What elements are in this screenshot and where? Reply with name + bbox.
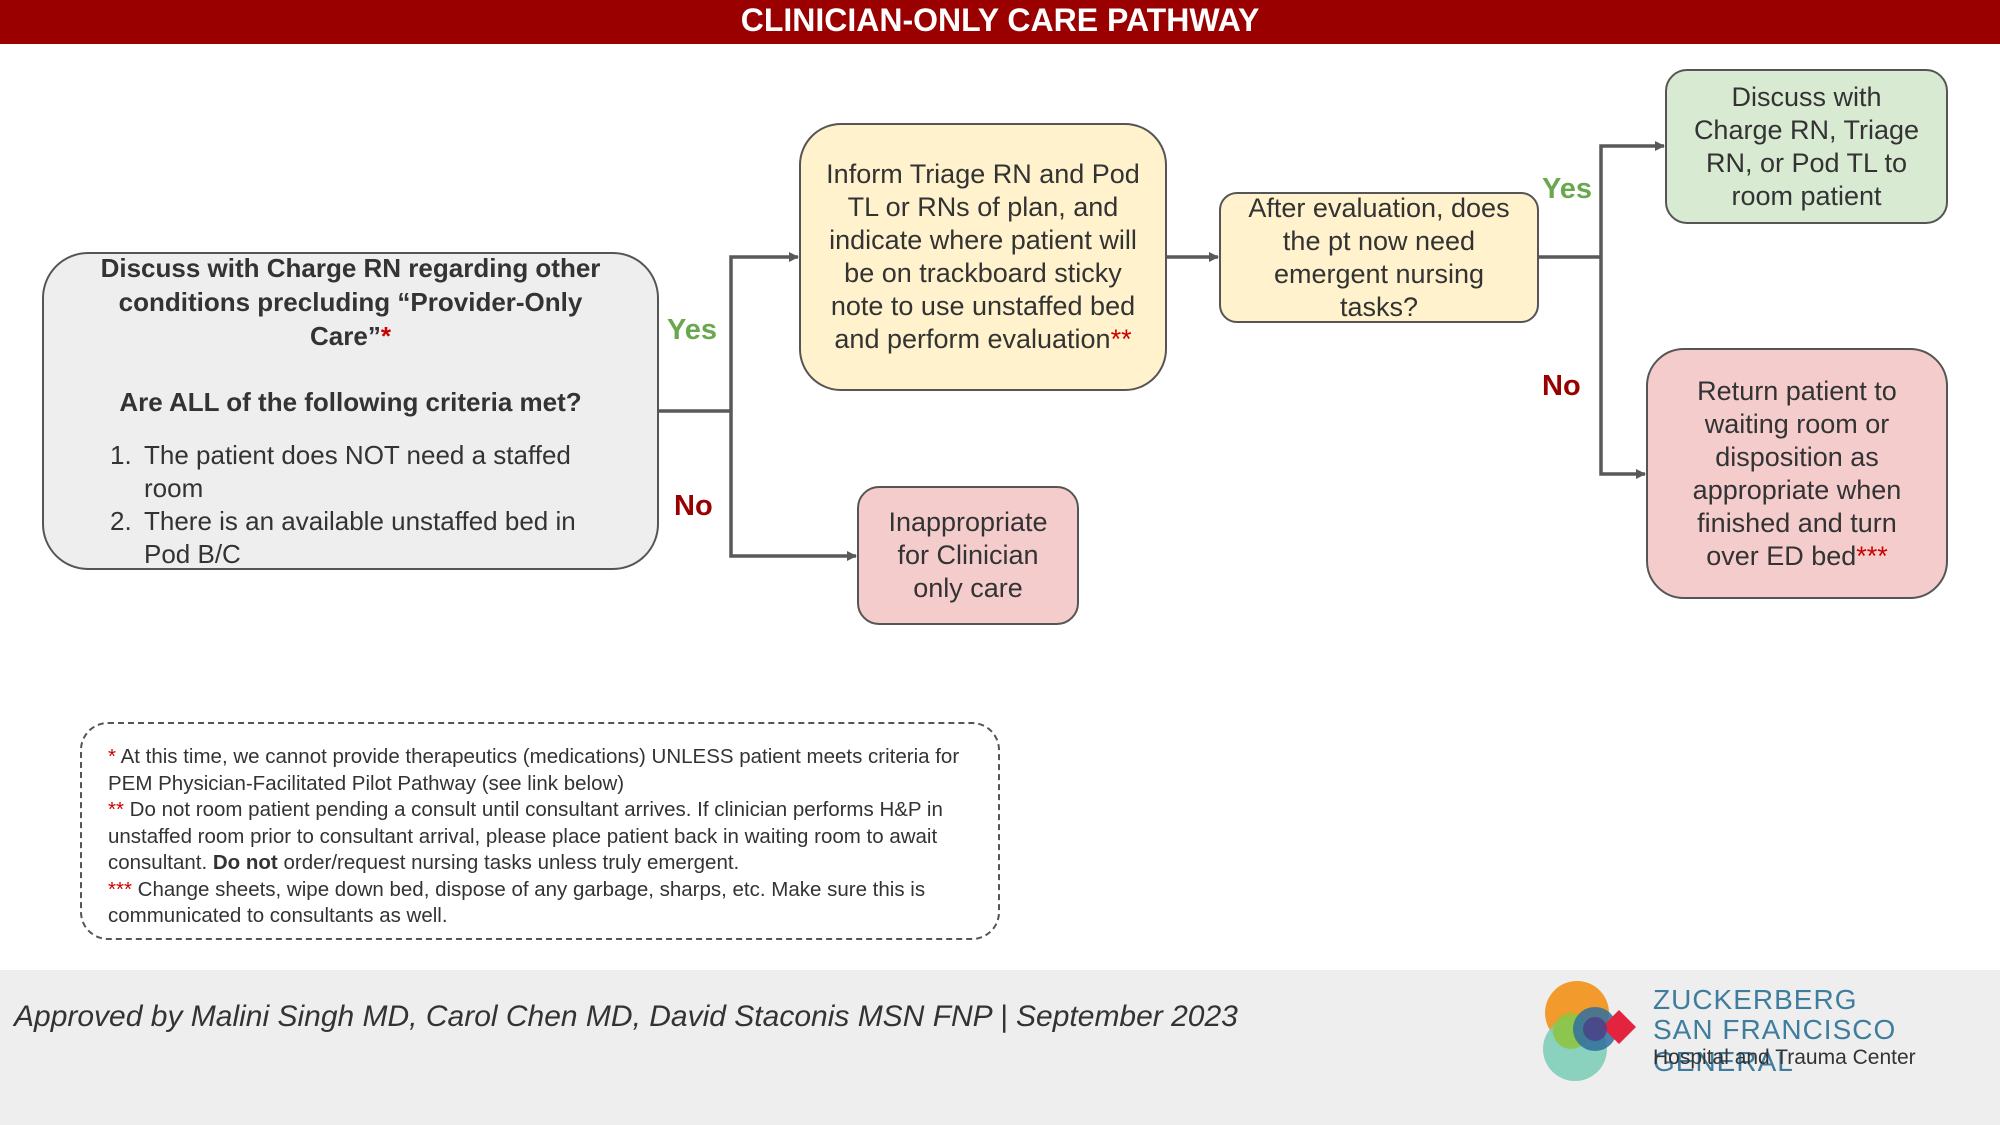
return-patient-text: Return patient to waiting room or dispos… bbox=[1692, 375, 1902, 571]
evaluation-question-text: After evaluation, does the pt now need e… bbox=[1248, 192, 1510, 322]
logo-text-line3: Hospital and Trauma Center bbox=[1653, 1046, 1916, 1069]
footnote-2: ** Do not room patient pending a consult… bbox=[108, 798, 943, 874]
criteria-line2: conditions precluding “Provider-Only Car… bbox=[118, 287, 583, 351]
discuss-charge-rn-text: Discuss with Charge RN, Triage RN, or Po… bbox=[1693, 81, 1920, 211]
criteria-decision-box: Discuss with Charge RN regarding other c… bbox=[42, 252, 659, 570]
criteria-question: Are ALL of the following criteria met? bbox=[119, 387, 582, 417]
zsfg-logo-icon bbox=[1543, 981, 1636, 1081]
inform-triage-text: Inform Triage RN and Pod TL or RNs of pl… bbox=[826, 159, 1140, 354]
return-patient-box: Return patient to waiting room or dispos… bbox=[1646, 348, 1948, 599]
footnotes-box: * At this time, we cannot provide therap… bbox=[80, 722, 1000, 940]
footnote-3: *** Change sheets, wipe down bed, dispos… bbox=[108, 877, 926, 928]
logo-text-line2: SAN FRANCISCO GENERAL bbox=[1653, 1014, 1897, 1077]
no-label-criteria: No bbox=[674, 490, 713, 522]
footnote-1: * At this time, we cannot provide therap… bbox=[108, 745, 960, 795]
connector-no-return bbox=[1599, 257, 1646, 479]
criteria-heading: Discuss with Charge RN regarding other c… bbox=[84, 251, 617, 353]
inappropriate-text: Inappropriate for Clinician only care bbox=[888, 507, 1048, 603]
inform-star: ** bbox=[1110, 324, 1132, 354]
criteria-item: 2.There is an available unstaffed bed in… bbox=[110, 506, 576, 569]
inform-triage-box: Inform Triage RN and Pod TL or RNs of pl… bbox=[799, 123, 1167, 391]
inappropriate-box: Inappropriate for Clinician only care bbox=[857, 486, 1079, 625]
page-title: CLINICIAN-ONLY CARE PATHWAY bbox=[0, 0, 2000, 44]
footer-band bbox=[0, 970, 2000, 1125]
yes-label-criteria: Yes bbox=[667, 314, 717, 346]
evaluation-question-box: After evaluation, does the pt now need e… bbox=[1219, 192, 1539, 323]
connector-yes-inform bbox=[729, 252, 799, 411]
return-star: *** bbox=[1856, 540, 1888, 571]
no-label-evaluation: No bbox=[1542, 370, 1581, 402]
connector-yes-discuss bbox=[1599, 141, 1665, 257]
logo-text-line1: ZUCKERBERG bbox=[1653, 984, 1858, 1015]
criteria-line1: Discuss with Charge RN regarding other bbox=[100, 253, 601, 283]
discuss-charge-rn-box: Discuss with Charge RN, Triage RN, or Po… bbox=[1665, 69, 1948, 224]
connector-no-inappropriate bbox=[729, 411, 857, 561]
criteria-list: 1.The patient does NOT need a staffed ro… bbox=[84, 439, 617, 571]
yes-label-evaluation: Yes bbox=[1542, 173, 1592, 205]
criteria-item: 1.The patient does NOT need a staffed ro… bbox=[110, 440, 571, 503]
approval-text: Approved by Malini Singh MD, Carol Chen … bbox=[14, 1000, 1238, 1033]
criteria-star: * bbox=[380, 321, 391, 351]
